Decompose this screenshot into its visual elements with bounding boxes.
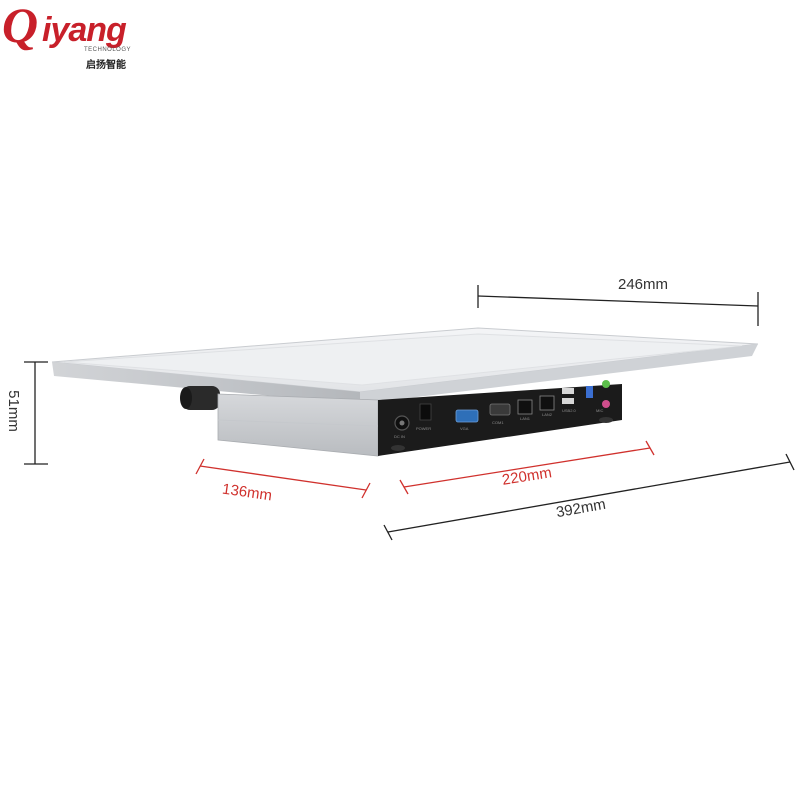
lan1-port (517, 399, 533, 415)
svg-text:USB2.0: USB2.0 (562, 408, 577, 413)
svg-text:MIC: MIC (596, 408, 603, 413)
logo-chinese-name: 启扬智能 (86, 60, 126, 71)
dimension-line-total (383, 453, 795, 541)
qiyang-logo: Q iyang TECHNOLOGY 启扬智能 (0, 0, 140, 75)
usb-port-1 (562, 388, 574, 394)
vga-port (455, 409, 479, 423)
io-panel (378, 384, 622, 456)
logo-letter-q: Q (2, 0, 39, 53)
panel-right-edge (360, 344, 758, 404)
logo-tagline: TECHNOLOGY (84, 47, 132, 53)
svg-text:POWER: POWER (416, 426, 431, 431)
usb-port-2 (562, 398, 574, 404)
label-height: 51mm (4, 390, 22, 432)
svg-text:COM1: COM1 (492, 420, 504, 425)
com-port (489, 403, 511, 416)
panel-front-edge (52, 362, 360, 404)
svg-text:DC IN: DC IN (394, 434, 405, 439)
logo-wordmark: iyang (42, 11, 127, 49)
audio-mic-icon (602, 400, 610, 408)
mounting-bracket (180, 386, 220, 410)
svg-text:VGA: VGA (460, 426, 469, 431)
power-switch (419, 403, 432, 421)
io-ports: DC IN POWER VGA COM1 LAN1 LAN2 USB2.0 MI… (394, 380, 610, 439)
dimension-line-depth-top (477, 285, 759, 326)
svg-text:LAN2: LAN2 (542, 412, 553, 417)
lan2-port (539, 395, 555, 411)
svg-text:LAN1: LAN1 (520, 416, 531, 421)
foot-right (599, 417, 613, 423)
dimension-line-side (195, 458, 371, 499)
label-depth-top: 246mm (618, 276, 669, 293)
dimension-line-height (24, 361, 48, 465)
foot-left (391, 445, 405, 451)
dimension-line-io (399, 440, 655, 495)
usb3-port (586, 386, 593, 398)
audio-line-out-icon (602, 380, 610, 388)
